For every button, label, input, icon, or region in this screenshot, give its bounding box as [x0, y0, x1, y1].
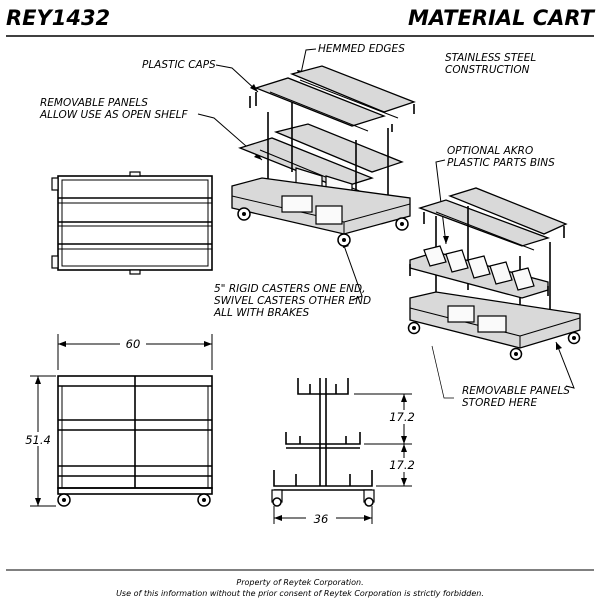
callout-stainless-line2: CONSTRUCTION — [445, 64, 530, 76]
callout-hemmed-edges: HEMMED EDGES — [318, 43, 405, 55]
part-number: REY1432 — [6, 6, 110, 30]
callout-stored-line2: STORED HERE — [462, 397, 538, 409]
top-view — [51, 171, 213, 275]
footer-line2: Use of this information without the prio… — [116, 589, 484, 598]
footer-line1: Property of Reytek Corporation. — [236, 578, 363, 587]
callout-akro-line2: PLASTIC PARTS BINS — [447, 157, 555, 169]
dim-shelf-spacing-upper: 17.2 — [389, 410, 415, 424]
callout-stainless-line1: STAINLESS STEEL — [445, 52, 536, 64]
callout-akro-line1: OPTIONAL AKRO — [447, 145, 533, 157]
parts-bins — [423, 245, 535, 291]
callout-plastic-caps: PLASTIC CAPS — [142, 59, 216, 71]
dim-height: 51.4 — [25, 433, 51, 447]
callout-stored-line1: REMOVABLE PANELS — [462, 385, 570, 397]
dim-depth: 36 — [314, 512, 329, 526]
side-view: 17.2 17.2 36 — [271, 378, 415, 526]
callout-removable-line2: ALLOW USE AS OPEN SHELF — [39, 109, 189, 121]
isometric-cart-main — [231, 65, 416, 247]
front-view: 60 51.4 — [24, 334, 213, 507]
callout-casters-line3: ALL WITH BRAKES — [213, 307, 310, 319]
callout-casters-line2: SWIVEL CASTERS OTHER END — [214, 295, 371, 307]
dim-shelf-spacing-lower: 17.2 — [389, 458, 415, 472]
isometric-cart-with-bins — [407, 187, 581, 361]
callout-casters-line1: 5" RIGID CASTERS ONE END, — [214, 283, 365, 295]
callout-removable-line1: REMOVABLE PANELS — [40, 97, 148, 109]
dim-width: 60 — [126, 337, 141, 351]
drawing-title: MATERIAL CART — [408, 6, 596, 30]
